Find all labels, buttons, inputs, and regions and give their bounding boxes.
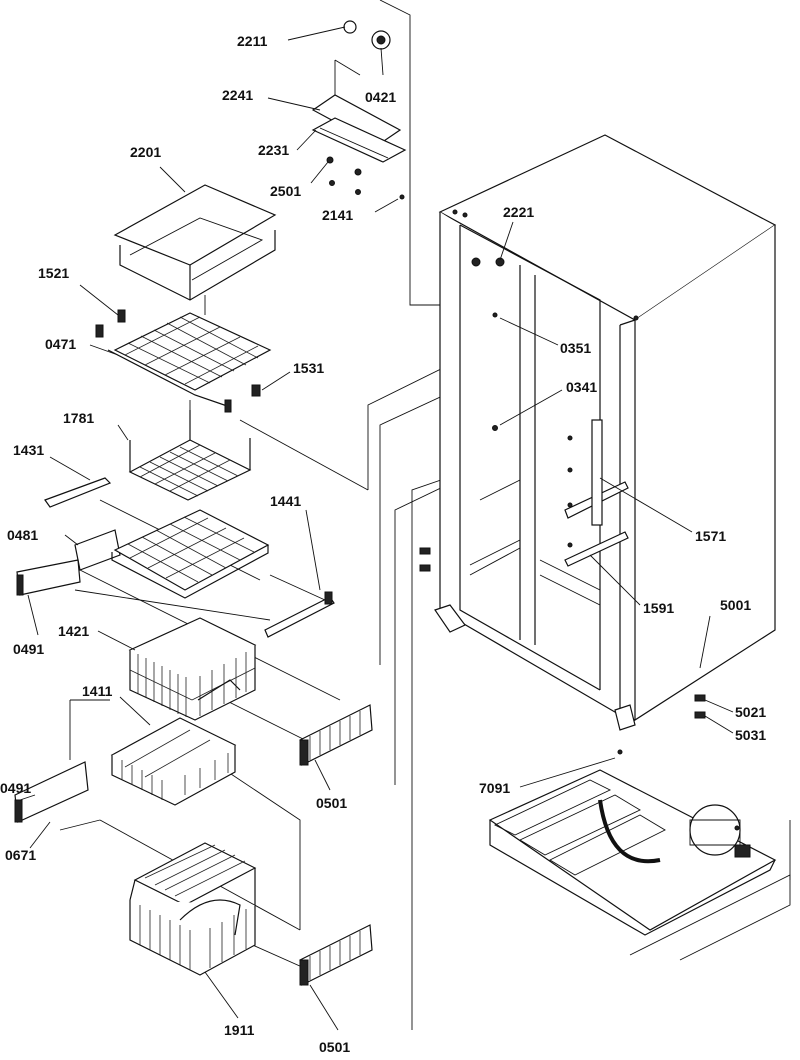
part-label-1411: 1411 <box>82 683 113 699</box>
part-label-2241: 2241 <box>222 87 253 103</box>
part-label-0351: 0351 <box>560 340 591 356</box>
door-rail-0501-upper <box>299 704 373 766</box>
part-label-0421: 0421 <box>365 89 396 105</box>
wire-basket-1421 <box>128 617 257 721</box>
part-label-0501-upper: 0501 <box>316 795 347 811</box>
wire-basket-1781 <box>128 410 252 501</box>
machine-compartment <box>488 749 791 961</box>
part-label-1431: 1431 <box>13 442 44 458</box>
part-label-1441: 1441 <box>270 493 301 509</box>
rail-0491-lower <box>14 761 89 823</box>
door-rail-0501-lower <box>299 924 373 986</box>
part-label-2141: 2141 <box>322 207 353 223</box>
part-label-2201: 2201 <box>130 144 161 160</box>
part-label-2501: 2501 <box>270 183 301 199</box>
part-label-5031: 5031 <box>735 727 766 743</box>
part-label-0491-lower: 0491 <box>0 780 31 796</box>
callout-leaders <box>19 26 734 1031</box>
part-label-1421: 1421 <box>58 623 89 639</box>
part-label-1521: 1521 <box>38 265 69 281</box>
part-label-5021: 5021 <box>735 704 766 720</box>
part-label-1911: 1911 <box>224 1022 255 1038</box>
wire-basket-1411 <box>110 717 237 806</box>
wire-basket-1911 <box>129 842 257 976</box>
part-label-0341: 0341 <box>566 379 597 395</box>
refrigerator-cabinet <box>419 134 777 731</box>
part-label-2221: 2221 <box>503 204 534 220</box>
crisper-pan <box>113 184 277 301</box>
part-label-7091: 7091 <box>479 780 510 796</box>
part-label-0671: 0671 <box>5 847 36 863</box>
shelf-rails <box>16 477 335 638</box>
part-label-2211: 2211 <box>237 33 268 49</box>
part-label-1571: 1571 <box>695 528 726 544</box>
part-label-5001: 5001 <box>720 597 751 613</box>
part-label-1591: 1591 <box>643 600 674 616</box>
part-number-labels: 2211 0421 2241 2231 2501 2141 2201 2221 … <box>0 33 766 1055</box>
part-label-0501-lower: 0501 <box>319 1039 350 1055</box>
wire-shelf-middle <box>111 509 270 599</box>
part-label-0481: 0481 <box>7 527 38 543</box>
part-label-0471: 0471 <box>45 336 76 352</box>
wire-shelf-upper <box>95 309 272 413</box>
part-label-1531: 1531 <box>293 360 324 376</box>
part-label-0491-upper: 0491 <box>13 641 44 657</box>
light-assembly <box>311 20 407 200</box>
part-label-1781: 1781 <box>63 410 94 426</box>
part-label-2231: 2231 <box>258 142 289 158</box>
